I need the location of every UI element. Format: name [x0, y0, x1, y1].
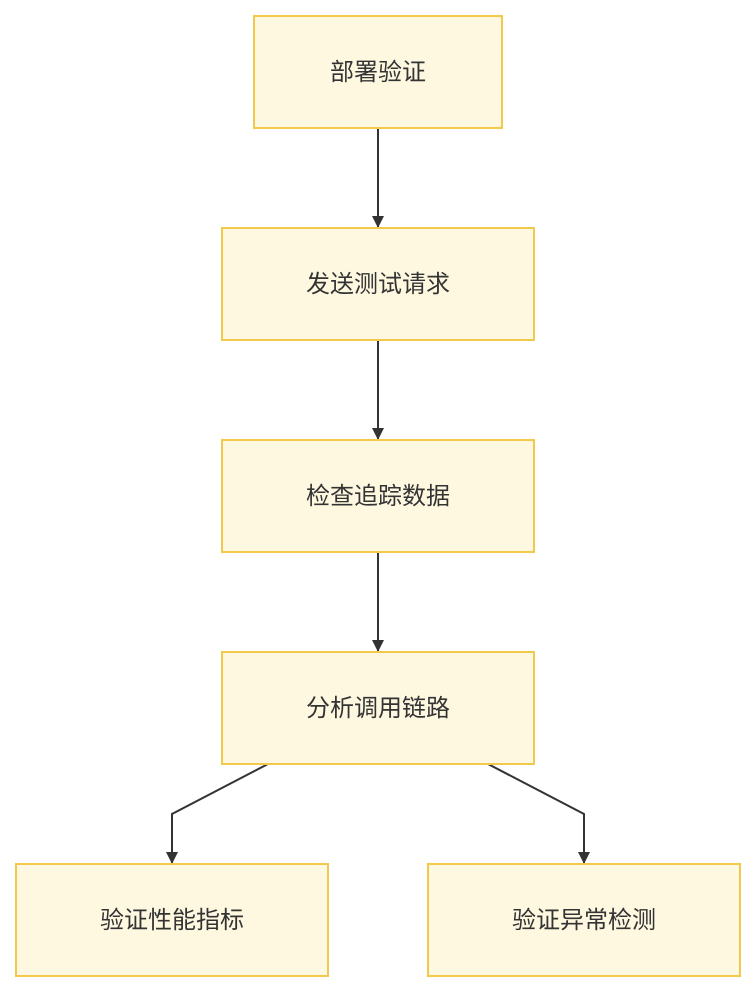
edge-analyze-to-anomaly — [487, 763, 590, 864]
node-label: 分析调用链路 — [306, 694, 450, 722]
edges — [166, 128, 590, 864]
node-analyze: 分析调用链路 — [221, 651, 535, 765]
node-label: 检查追踪数据 — [306, 482, 450, 510]
node-label: 验证性能指标 — [100, 906, 244, 934]
node-label: 验证异常检测 — [512, 906, 656, 934]
node-perf: 验证性能指标 — [15, 863, 329, 977]
edge-analyze-to-perf — [166, 763, 269, 864]
node-send: 发送测试请求 — [221, 227, 535, 341]
node-label: 部署验证 — [330, 58, 426, 86]
node-anomaly: 验证异常检测 — [427, 863, 741, 977]
node-label: 发送测试请求 — [306, 270, 450, 298]
node-deploy: 部署验证 — [253, 15, 503, 129]
node-check: 检查追踪数据 — [221, 439, 535, 553]
